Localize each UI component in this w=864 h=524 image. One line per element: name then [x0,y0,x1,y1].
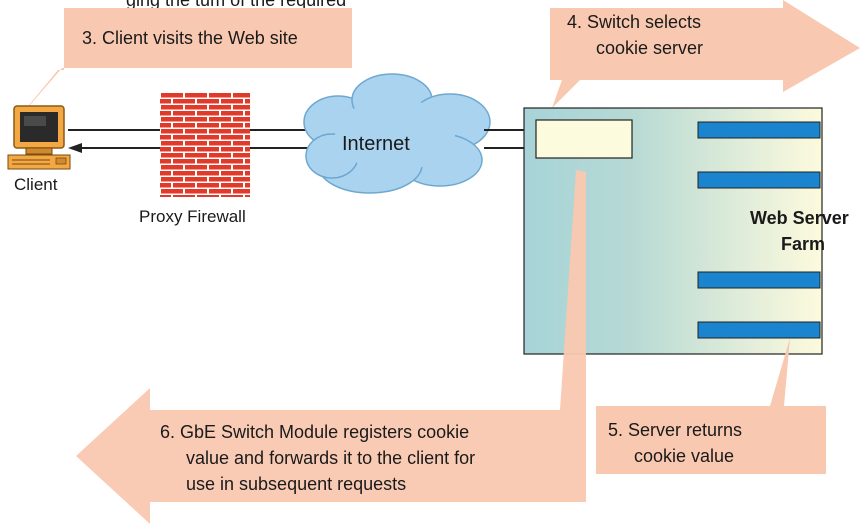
arrowhead-to-client [68,143,82,153]
farm-label-line2: Farm [781,234,825,254]
header-fragment: ging the tum of the required [126,0,346,10]
farm-label-line1: Web Server [750,208,849,228]
web-servers [697,121,821,339]
proxy-firewall-icon [160,92,250,197]
server-bar [697,321,821,339]
internet-cloud-icon [303,73,491,194]
internet-label: Internet [342,133,410,155]
callout-step5: 5. Server returns cookie value [596,338,826,474]
firewall-label: Proxy Firewall [139,207,246,226]
client-computer-icon [7,105,71,170]
server-bar [697,271,821,289]
callout-step4-line2: cookie server [596,38,703,58]
callout-step3-text: 3. Client visits the Web site [82,28,298,48]
callout-step6-line1: 6. GbE Switch Module registers cookie [160,422,469,442]
callout-step5-line1: 5. Server returns [608,420,742,440]
callout-step4-line1: 4. Switch selects [567,12,701,32]
callout-step5-line2: cookie value [634,446,734,466]
callout-step6-line3: use in subsequent requests [186,474,406,494]
callout-step6-line2: value and forwards it to the client for [186,448,475,468]
client-label: Client [14,175,58,194]
server-bar [697,121,821,139]
callout-step3: 3. Client visits the Web site [10,8,352,128]
callout-step6: 6. GbE Switch Module registers cookie va… [76,170,586,524]
callout-step4: 4. Switch selects cookie server [550,0,860,108]
switch-box [535,119,633,159]
server-bar [697,171,821,189]
